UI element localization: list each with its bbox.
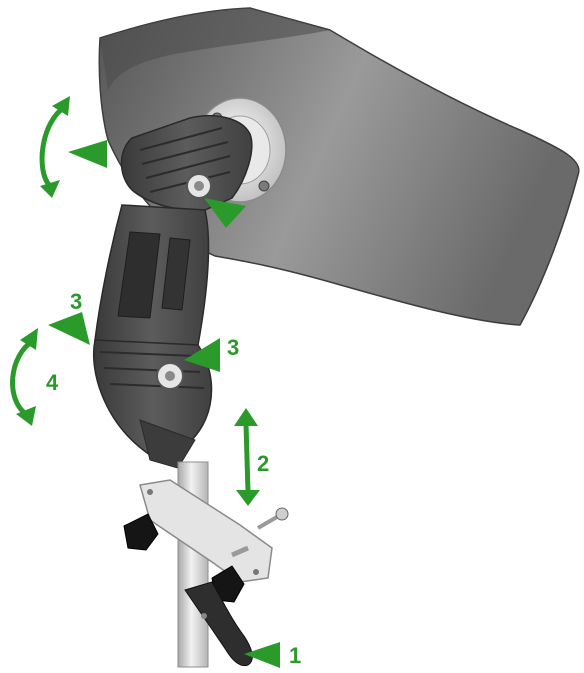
disc-screw-right (259, 181, 269, 191)
clamp-screw (276, 508, 288, 520)
callout-3-lower: 3 (227, 337, 239, 359)
rotation-arrow-upper-icon (40, 96, 70, 198)
pointer-triangle-upper-left (68, 140, 107, 168)
callout-3-upper: 3 (70, 291, 82, 313)
callout-1: 1 (289, 645, 301, 667)
pointer-triangle-3-upper (48, 312, 90, 345)
middle-link-arm (95, 205, 209, 356)
clamp-plate (140, 480, 288, 582)
callout-2: 2 (257, 453, 269, 475)
callout-4: 4 (46, 372, 58, 394)
rotation-arrow-lower-icon (13, 328, 38, 426)
